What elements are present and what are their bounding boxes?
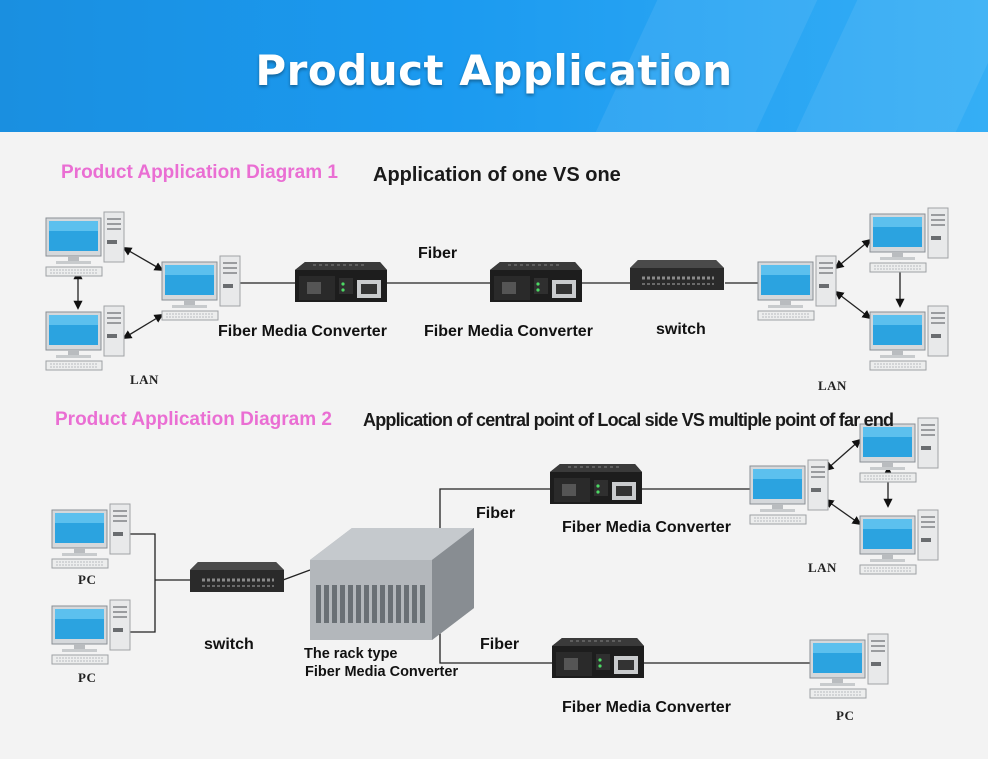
rack-converter-icon (310, 528, 474, 640)
converter-label: Fiber Media Converter (562, 699, 731, 716)
diagram1-links (73, 238, 905, 339)
computer-icon (161, 255, 241, 321)
computer-icon (45, 211, 125, 277)
computer-icon (51, 503, 131, 569)
switch-label: switch (204, 636, 254, 653)
lan-label: LAN (130, 372, 159, 387)
computer-icon (757, 255, 837, 321)
computer-icon (869, 207, 949, 273)
computer-icon (859, 509, 939, 575)
diagram2-heading: Product Application Diagram 2 (55, 409, 332, 430)
pc-label: PC (78, 572, 97, 587)
computer-icon (749, 459, 829, 525)
converter-label: Fiber Media Converter (562, 519, 731, 536)
diagram2-subheading: Application of central point of Local si… (363, 410, 894, 430)
lan-label: LAN (808, 560, 837, 575)
switch-icon (628, 258, 726, 292)
media-converter-icon (549, 463, 643, 505)
rack-label-line1: The rack type (304, 646, 398, 662)
diagram1-heading: Product Application Diagram 1 (61, 162, 338, 183)
switch-label: switch (656, 321, 706, 338)
computer-icon (869, 305, 949, 371)
switch-icon (188, 560, 286, 594)
fiber-label: Fiber (418, 245, 458, 262)
fiber-label: Fiber (480, 636, 520, 653)
media-converter-icon (489, 261, 583, 303)
media-converter-icon (551, 637, 645, 679)
computer-icon (809, 633, 889, 699)
computer-icon (51, 599, 131, 665)
header-banner: Product Application (0, 0, 988, 132)
fiber-label: Fiber (476, 505, 516, 522)
pc-label: PC (836, 708, 855, 723)
media-converter-icon (294, 261, 388, 303)
computer-icon (45, 305, 125, 371)
converter-label: Fiber Media Converter (424, 323, 593, 340)
converter-label: Fiber Media Converter (218, 323, 387, 340)
lan-label: LAN (818, 378, 847, 393)
pc-label: PC (78, 670, 97, 685)
diagram1-subheading: Application of one VS one (373, 164, 621, 186)
rack-label-line2: Fiber Media Converter (305, 664, 459, 680)
page-title: Product Application (255, 46, 733, 95)
